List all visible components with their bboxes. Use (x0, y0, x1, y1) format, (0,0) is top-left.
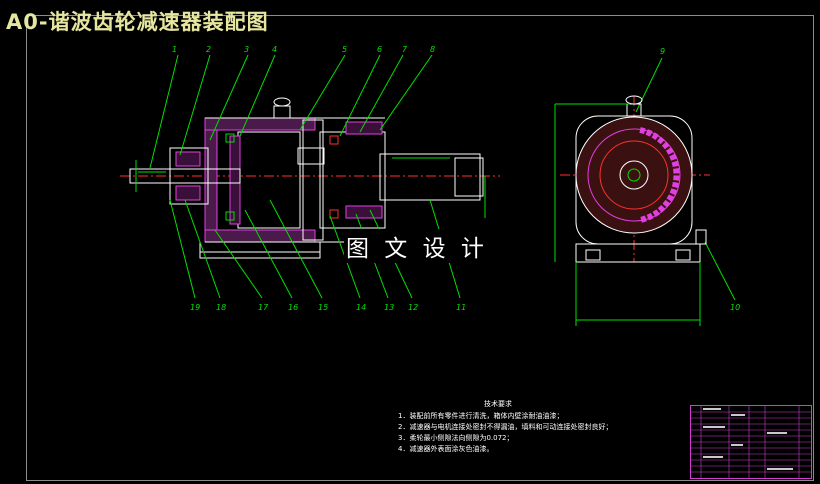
callout-top: 2 (206, 45, 211, 54)
callout-bottom: 14 (356, 303, 366, 312)
leader-5 (299, 54, 346, 131)
output-shaft-step (454, 157, 484, 197)
side-outer-ring (575, 116, 693, 234)
callout-side: 9 (660, 47, 665, 56)
vent-plug (273, 105, 291, 119)
housing-flange-right (302, 119, 324, 241)
leader-1 (149, 54, 179, 169)
drawing-frame (26, 15, 814, 481)
side-base-slot-left (585, 249, 601, 261)
requirement-item: 3．柔轮最小侧隙法向侧隙为0.072； (398, 434, 514, 442)
technical-requirements: 技术要求 1．装配前所有零件进行清洗，箱体内壁涂耐油油漆； 2．减速器与电机连接… (398, 399, 613, 455)
parts-list-table (690, 405, 812, 479)
input-bearing-cap (169, 147, 209, 205)
callout-bottom: 19 (190, 303, 200, 312)
input-bearing-lower (175, 185, 201, 201)
callout-bottom: 18 (216, 303, 226, 312)
bolt-right-upper (329, 135, 339, 145)
bolt-upper (225, 133, 235, 143)
requirements-title: 技术要求 (484, 400, 512, 408)
callout-top: 5 (342, 45, 347, 54)
wave-generator (229, 135, 241, 225)
leader-17 (214, 229, 263, 299)
leader-7 (359, 54, 404, 133)
side-vent-knob (625, 95, 643, 105)
leader-2 (179, 54, 211, 156)
callout-bottom: 12 (408, 303, 418, 312)
callout-bottom: 17 (258, 303, 269, 312)
side-flexspline (599, 140, 669, 210)
leader-4 (239, 54, 276, 137)
requirement-item: 1．装配前所有零件进行清洗，箱体内壁涂耐油油漆； (398, 412, 564, 420)
bolt-right-lower (329, 209, 339, 219)
drawing-title: A0-谐波齿轮减速器装配图 (6, 10, 269, 34)
callout-bottom: 11 (456, 303, 466, 312)
requirement-item: 4．减速器外表面涂灰色油漆。 (398, 445, 494, 453)
leader-10 (704, 241, 736, 301)
input-bearing-upper (175, 151, 201, 167)
leader-3 (209, 54, 249, 141)
leader-6 (339, 54, 381, 137)
output-bearing-upper (345, 121, 383, 135)
housing-left-wall (204, 129, 218, 231)
vent-plug-knob (273, 97, 291, 107)
front-base-foot (199, 242, 321, 259)
side-hub (619, 160, 649, 190)
bolt-lower (225, 211, 235, 221)
callout-top: 6 (377, 45, 382, 54)
parts-list-grid (691, 406, 811, 478)
callout-bottom: 15 (318, 303, 328, 312)
side-bore (627, 168, 641, 182)
input-shaft (129, 168, 241, 184)
output-shaft (379, 153, 481, 201)
leader-8 (379, 54, 433, 131)
callout-bottom: 16 (288, 303, 298, 312)
leader-16 (244, 209, 293, 299)
requirement-item: 2．减速器与电机连接处密封不得漏油，填料和可动连接处密封良好； (398, 423, 613, 431)
callout-bottom: 13 (384, 303, 394, 312)
output-bearing-lower (345, 205, 383, 219)
side-drain-plug (695, 229, 707, 245)
side-base-slot-right (675, 249, 691, 261)
housing-top-wall (204, 117, 316, 131)
callout-top: 8 (430, 45, 435, 54)
side-ball-arc (639, 127, 680, 223)
leader-19 (169, 199, 196, 299)
side-base (575, 243, 701, 263)
side-circular-spline (587, 128, 681, 222)
callout-side: 10 (730, 303, 740, 312)
leader-15 (269, 199, 323, 299)
callout-labels: 1 2 3 4 5 6 7 8 19 18 17 16 15 14 13 12 … (172, 45, 740, 312)
watermark: 图 文 设 计 (344, 229, 490, 263)
callout-top: 3 (244, 45, 249, 54)
callout-top: 1 (172, 45, 177, 54)
leader-18 (184, 199, 221, 299)
callout-top: 4 (272, 45, 277, 54)
side-view (554, 95, 710, 326)
output-bearing-race (297, 147, 325, 165)
callout-top: 7 (402, 45, 408, 54)
